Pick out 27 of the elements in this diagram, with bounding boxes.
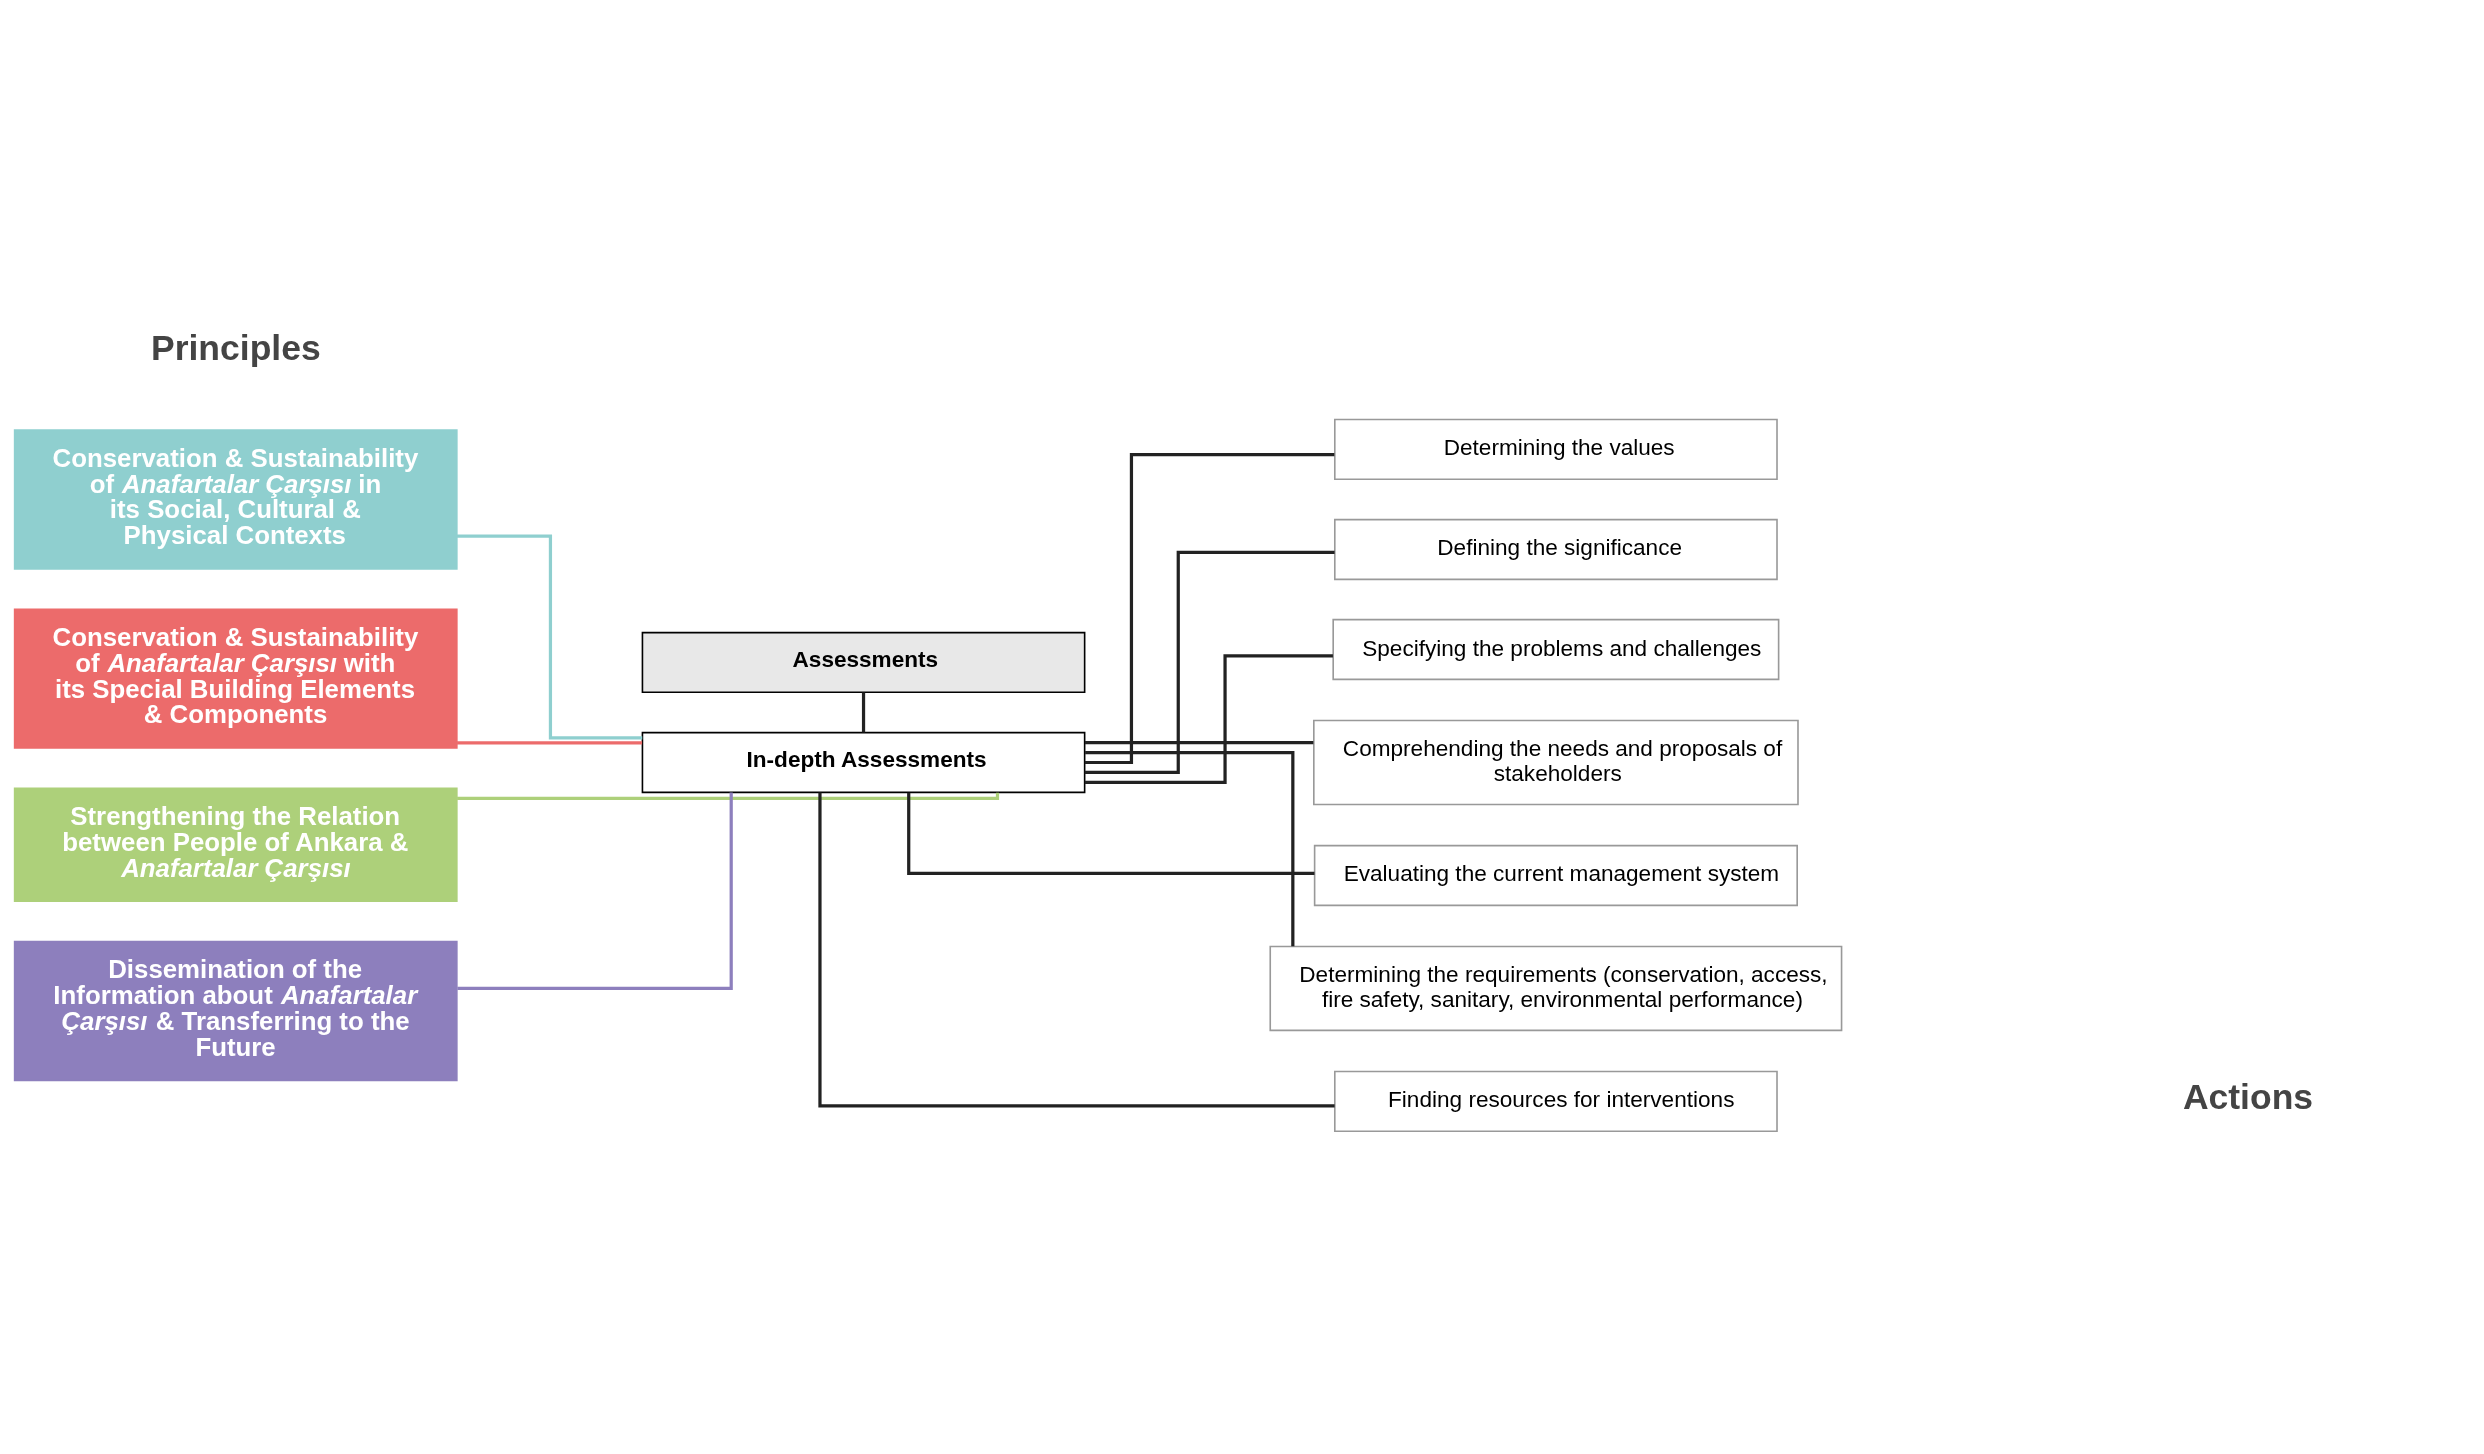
connector [456, 534, 643, 740]
label: Actions [2182, 1076, 2314, 1117]
connector [907, 792, 1315, 876]
label: Principles [151, 328, 321, 368]
node-box: Finding resources for interventions [1334, 1070, 1778, 1133]
connector [1084, 453, 1335, 765]
connector [457, 792, 1000, 801]
connector [457, 792, 733, 991]
connector [1084, 654, 1333, 785]
node-box: Assessments [641, 631, 1086, 694]
node-box: Defining the significance [1334, 518, 1778, 581]
connector [818, 792, 1335, 1108]
node-box: Comprehending the needs and proposals of stakeholders [1313, 719, 1799, 806]
node-box: Evaluating the current management system [1313, 844, 1798, 907]
node-box: In-depth Assessments [641, 731, 1086, 794]
connector [1085, 741, 1314, 745]
connector [861, 692, 866, 733]
node-box: Determining the values [1334, 418, 1778, 481]
node-box: Specifying the problems and challenges [1332, 618, 1780, 681]
connector [1084, 550, 1335, 775]
node-box: Determining the requirements (conservation, access, fire safety, sanitary, environmental performance) [1269, 945, 1843, 1032]
node-box: Strengthening the Relation between People of Ankara & Anafartalar Çarşısı [13, 787, 458, 903]
connector [457, 741, 643, 745]
connector [1085, 750, 1295, 947]
node-box: Dissemination of the Information about Anafartalar Çarşısı & Transferring to the Future [13, 940, 458, 1082]
node-box: Conservation & Sustainability of Anafartalar Çarşısı with its Special Building Elements & Components [13, 608, 458, 749]
node-box: Conservation & Sustainability of Anafartalar Çarşısı in its Social, Cultural & Physical Contexts [13, 429, 458, 570]
